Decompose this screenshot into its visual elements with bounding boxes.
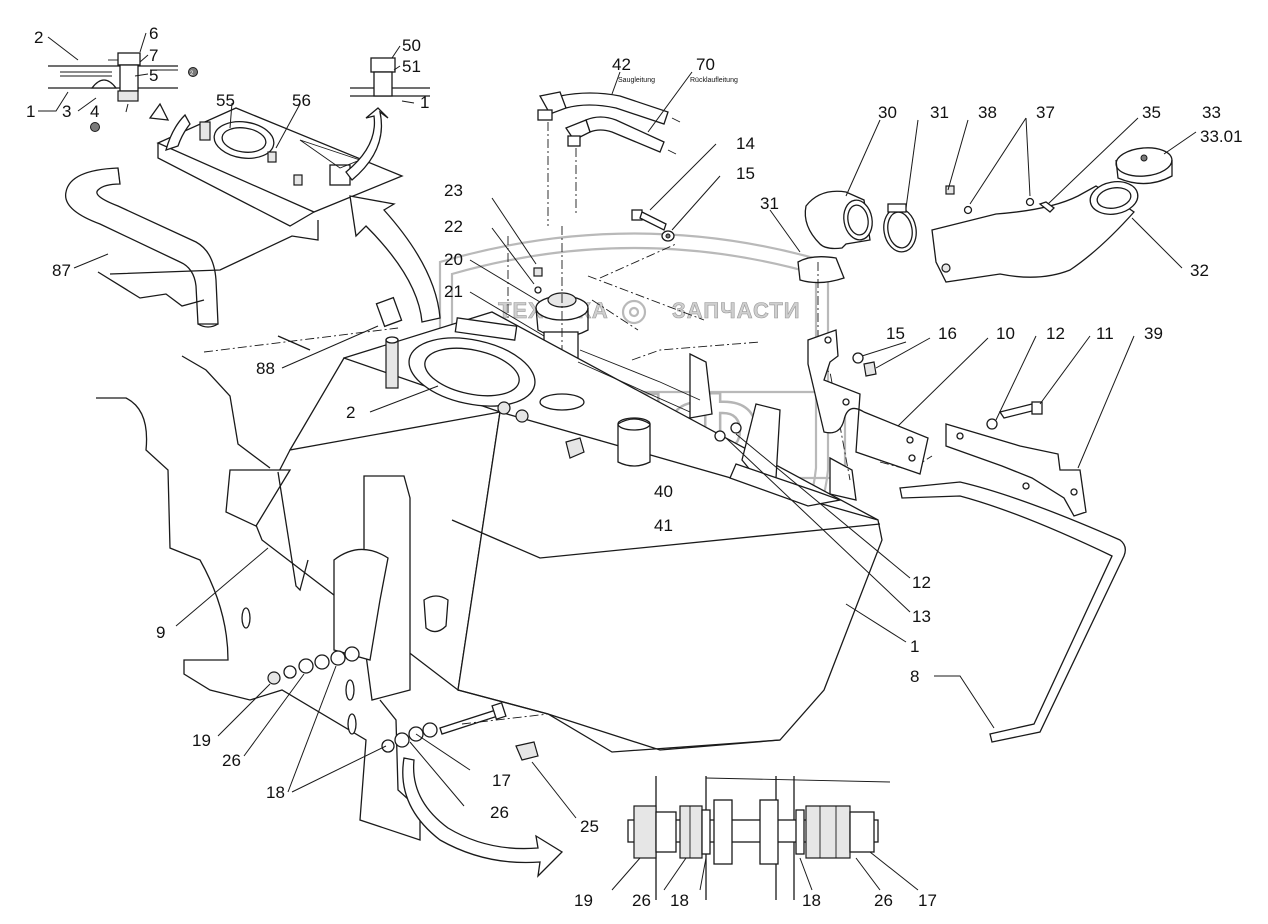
callout-31: 31 (930, 103, 949, 122)
note-saugleitung: Saugleitung (618, 77, 655, 84)
detail-cap-section (350, 45, 430, 97)
callout-70: 70 (696, 55, 715, 74)
callout-26: 26 (632, 891, 651, 910)
callout-10: 10 (996, 324, 1015, 343)
section-detail-bottom (611, 776, 919, 900)
callout-39: 39 (1144, 324, 1163, 343)
callout-18: 18 (670, 891, 689, 910)
mount-brackets (714, 329, 1135, 643)
callout-1: 1 (420, 93, 429, 112)
callout-31: 31 (760, 194, 779, 213)
callout-33-01: 33.01 (1200, 127, 1243, 146)
callout-16: 16 (938, 324, 957, 343)
bolt-14 (587, 143, 721, 321)
callout-33: 33 (1202, 103, 1221, 122)
detail-bolt-section (38, 32, 415, 132)
callout-20: 20 (444, 250, 463, 269)
callout-51: 51 (402, 57, 421, 76)
callout-3: 3 (62, 102, 71, 121)
fuel-lines (537, 71, 693, 226)
circle-marker-icon (90, 122, 100, 132)
callout-6: 6 (149, 24, 158, 43)
callout-9: 9 (156, 623, 165, 642)
callout-23: 23 (444, 181, 463, 200)
callout-21: 21 (444, 282, 463, 301)
callout-19: 19 (574, 891, 593, 910)
filler-neck-assembly (769, 117, 1197, 350)
background-frame (96, 220, 439, 841)
note-ruecklaufleitung: Rücklaufleitung (690, 77, 738, 84)
circle-marker-label: 2 (190, 71, 194, 77)
callout-12: 12 (912, 573, 931, 592)
callout-13: 13 (912, 607, 931, 626)
callout-14: 14 (736, 134, 755, 153)
tank-strap-8 (899, 481, 1126, 743)
callout-56: 56 (292, 91, 311, 110)
callout-12: 12 (1046, 324, 1065, 343)
callout-42: 42 (612, 55, 631, 74)
callout-22: 22 (444, 217, 463, 236)
callout-5: 5 (149, 66, 158, 85)
left-fastener-stack (217, 646, 360, 793)
mid-fastener-stack (291, 701, 577, 878)
watermark-right-text: ЗАПЧАСТИ (672, 298, 801, 323)
callout-1: 1 (910, 637, 919, 656)
callout-labels: 2 6 7 5 1 3 4 50 51 1 55 56 42 Saugleitu… (26, 24, 1243, 910)
watermark-gear-icon (621, 299, 647, 325)
callout-40: 40 (654, 482, 673, 501)
callout-26: 26 (874, 891, 893, 910)
callout-18: 18 (266, 783, 285, 802)
callout-7: 7 (149, 46, 158, 65)
fuel-tank-body (203, 236, 933, 753)
callout-87: 87 (52, 261, 71, 280)
callout-15: 15 (886, 324, 905, 343)
callout-17: 17 (918, 891, 937, 910)
callout-19: 19 (192, 731, 211, 750)
callout-26: 26 (222, 751, 241, 770)
callout-18: 18 (802, 891, 821, 910)
hose-87 (65, 167, 219, 328)
callout-2: 2 (346, 403, 355, 422)
callout-50: 50 (402, 36, 421, 55)
callout-35: 35 (1142, 103, 1161, 122)
callout-4: 4 (90, 102, 99, 121)
callout-11: 11 (1096, 324, 1114, 343)
callout-2: 2 (34, 28, 43, 47)
callout-88: 88 (256, 359, 275, 378)
callout-25: 25 (580, 817, 599, 836)
arrow-up-icon (349, 195, 441, 323)
callout-55: 55 (216, 91, 235, 110)
callout-30: 30 (878, 103, 897, 122)
callout-17: 17 (492, 771, 511, 790)
callout-38: 38 (978, 103, 997, 122)
tank-top-panel (148, 102, 404, 227)
callout-26: 26 (490, 803, 509, 822)
callout-1: 1 (26, 102, 35, 121)
callout-15: 15 (736, 164, 755, 183)
callout-32: 32 (1190, 261, 1209, 280)
callout-8: 8 (910, 667, 919, 686)
circle-marker-icon (188, 67, 198, 77)
callout-37: 37 (1036, 103, 1055, 122)
callout-41: 41 (654, 516, 673, 535)
